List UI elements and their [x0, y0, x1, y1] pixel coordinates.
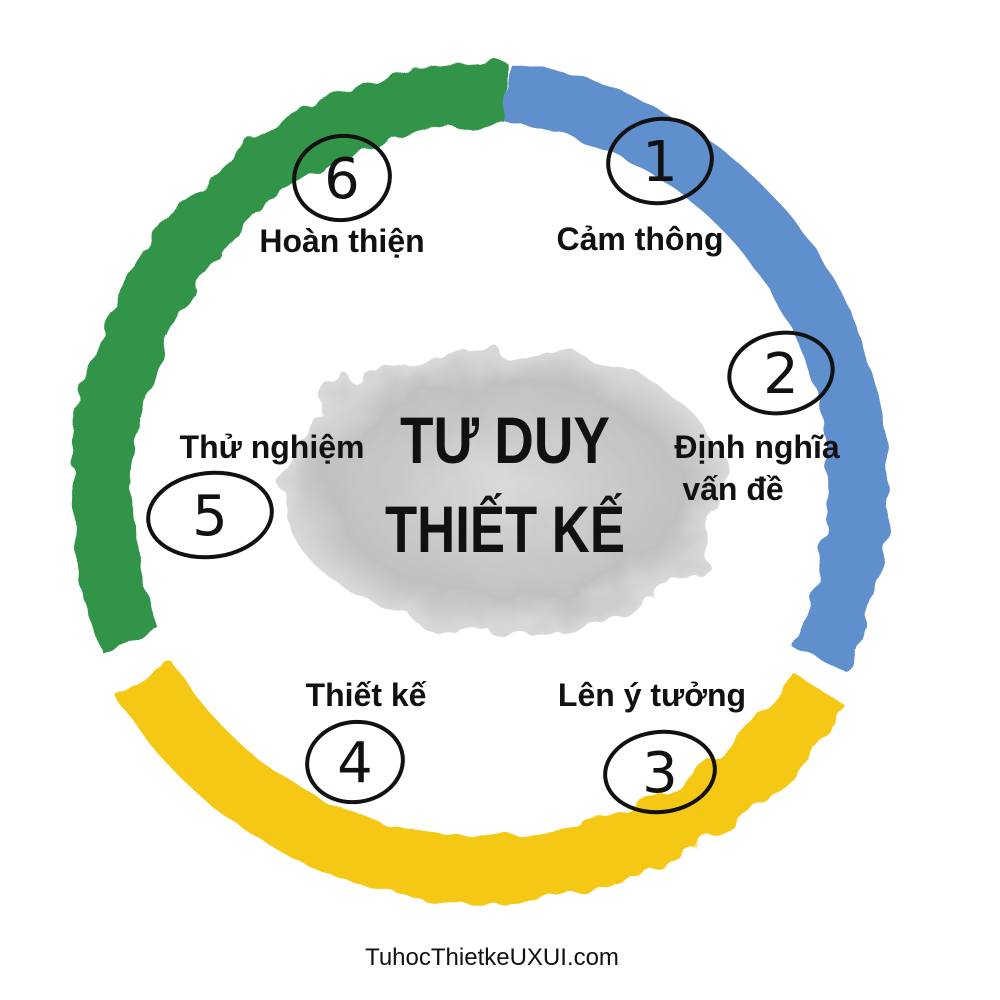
- center-title: TƯ DUY THIẾT KẾ: [385, 403, 625, 566]
- ring-arc-blue: [501, 62, 889, 673]
- step-6-number: 6: [324, 147, 360, 212]
- step-2: 2 Định nghĩa vấn đề: [674, 330, 840, 507]
- step-5-label: Thử nghiệm: [180, 429, 365, 465]
- step-6-circle: [292, 133, 392, 223]
- step-3-circle: [603, 729, 717, 815]
- center-title-line1: TƯ DUY: [400, 403, 610, 477]
- step-1-circle: [606, 116, 714, 206]
- step-3: Lên ý tưởng 3: [558, 677, 746, 815]
- step-1-label: Cảm thông: [556, 221, 723, 257]
- step-5-circle: [146, 470, 274, 560]
- ring-arc-yellow: [116, 662, 848, 904]
- step-2-label: Định nghĩa: [674, 429, 840, 465]
- center-title-line2: THIẾT KẾ: [385, 492, 625, 566]
- center-blob: [280, 350, 730, 630]
- step-3-number: 3: [642, 741, 678, 806]
- step-1-number: 1: [642, 130, 678, 195]
- step-6: 6 Hoàn thiện: [259, 133, 425, 259]
- step-5: Thử nghiệm 5: [146, 429, 365, 560]
- step-3-label: Lên ý tưởng: [558, 677, 746, 713]
- step-2-number: 2: [763, 342, 799, 407]
- site-credit: TuhocThietkeUXUI.com: [365, 944, 619, 971]
- step-1: 1 Cảm thông: [556, 116, 724, 257]
- ring-arc-green: [70, 60, 506, 652]
- step-4-number: 4: [337, 731, 373, 796]
- step-2-label-line2: vấn đề: [682, 471, 783, 507]
- step-4: Thiết kế 4: [305, 677, 427, 805]
- cycle-ring: [70, 60, 889, 904]
- step-6-label: Hoàn thiện: [259, 223, 424, 259]
- step-2-circle: [727, 330, 835, 416]
- step-5-number: 5: [192, 484, 228, 549]
- step-4-circle: [305, 719, 405, 805]
- step-4-label: Thiết kế: [306, 677, 427, 713]
